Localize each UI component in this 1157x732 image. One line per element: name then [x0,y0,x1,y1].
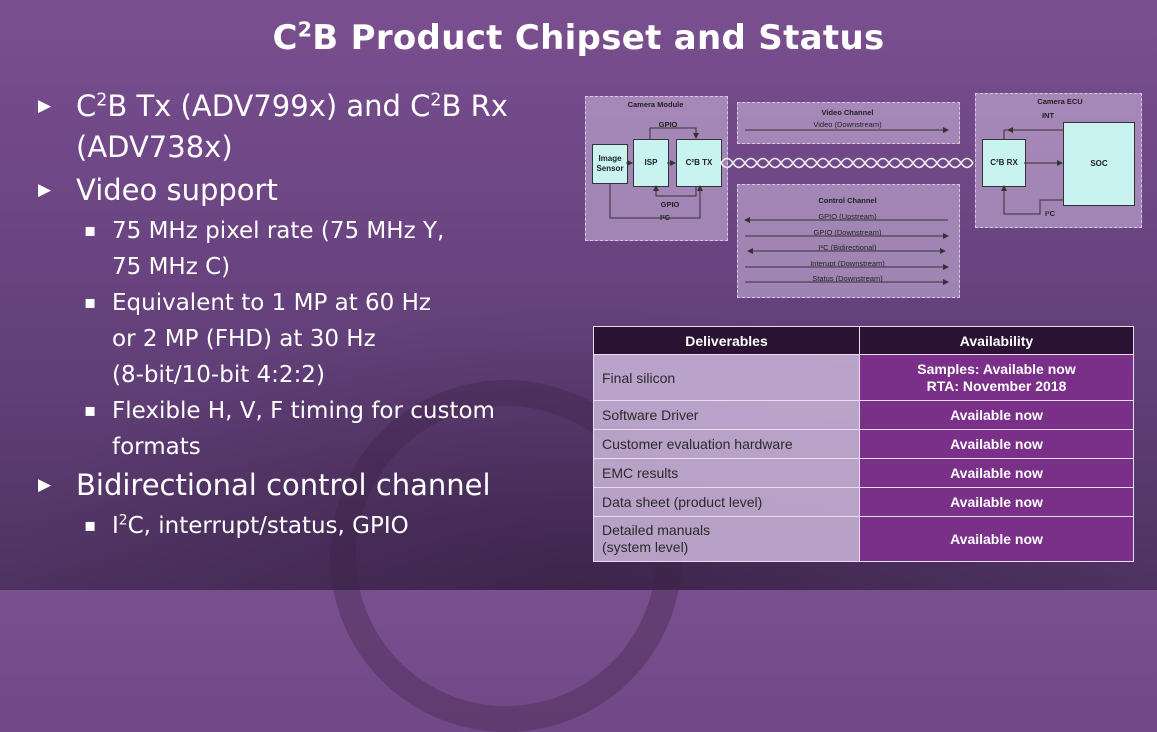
bullet-control-channel: ▶ Bidirectional control channel [34,465,574,506]
camera-module-label: Camera Module [627,100,684,109]
table-header-row: Deliverables Availability [593,326,1134,355]
slide-title: C2B Product Chipset and Status [272,17,885,58]
ctrl-status-label: Status (Downstream) [812,274,883,283]
bullet-chipset: ▶ C2B Tx (ADV799x) and C2B Rx (ADV738x) [34,86,574,168]
int-label: INT [1041,111,1055,120]
table-row: Detailed manuals(system level) Available… [593,516,1134,562]
bullet-arrow-icon: ▶ [38,475,52,495]
bullet-square-icon: ▪ [84,292,97,313]
header-deliverables: Deliverables [593,326,860,355]
control-channel-box [737,184,960,298]
bullet-video-support: ▶ Video support [34,170,574,211]
header-availability: Availability [859,326,1134,355]
bullet-square-icon: ▪ [84,220,97,241]
video-channel-box [737,102,960,144]
gpio-bottom-label: GPIO [660,200,680,209]
availability-cell: Available now [859,516,1134,562]
deliverable-cell: Data sheet (product level) [593,487,860,517]
deliverables-table: Deliverables Availability Final silicon … [593,326,1134,562]
camera-ecu-label: Camera ECU [1037,97,1083,106]
video-downstream-label: Video (Downstream) [813,120,882,129]
availability-cell: Available now [859,400,1134,430]
subbullet-pixel-rate: ▪ 75 MHz pixel rate (75 MHz Y,75 MHz C) [34,213,574,285]
soc-block: SOC [1063,122,1135,206]
deliverable-cell: Detailed manuals(system level) [593,516,860,562]
bullet-square-icon: ▪ [84,515,97,536]
gpio-top-label: GPIO [658,120,678,129]
ctrl-i2c-label: I²C (Bidirectional) [818,243,877,252]
table-row: EMC results Available now [593,458,1134,488]
bullet-square-icon: ▪ [84,400,97,421]
ctrl-gpio-down-label: GPIO (Downstream) [813,228,882,237]
bullet-arrow-icon: ▶ [38,96,52,116]
deliverable-cell: Customer evaluation hardware [593,429,860,459]
availability-cell: Available now [859,429,1134,459]
c2b-rx-block: C²B RX [982,139,1026,187]
table-row: Software Driver Available now [593,400,1134,430]
c2b-tx-block: C²B TX [676,139,722,187]
bullet-list: ▶ C2B Tx (ADV799x) and C2B Rx (ADV738x) … [34,86,574,544]
twisted-pair-cable [720,157,974,169]
isp-block: ISP [633,139,669,187]
ctrl-interrupt-label: Interupt (Downstream) [810,259,885,268]
deliverable-cell: EMC results [593,458,860,488]
availability-cell: Available now [859,458,1134,488]
ctrl-gpio-up-label: GPIO (Upstream) [818,212,877,221]
deliverable-cell: Final silicon [593,354,860,401]
availability-cell: Available now [859,487,1134,517]
i2c-left-label: I²C [660,213,670,222]
table-row: Customer evaluation hardware Available n… [593,429,1134,459]
subbullet-i2c: ▪ I2C, interrupt/status, GPIO [34,508,574,544]
control-channel-label: Control Channel [818,196,877,205]
i2c-right-label: I²C [1045,209,1055,218]
bullet-arrow-icon: ▶ [38,180,52,200]
image-sensor-block: Image Sensor [592,144,628,184]
deliverable-cell: Software Driver [593,400,860,430]
video-channel-label: Video Channel [821,108,874,117]
table-row: Data sheet (product level) Available now [593,487,1134,517]
